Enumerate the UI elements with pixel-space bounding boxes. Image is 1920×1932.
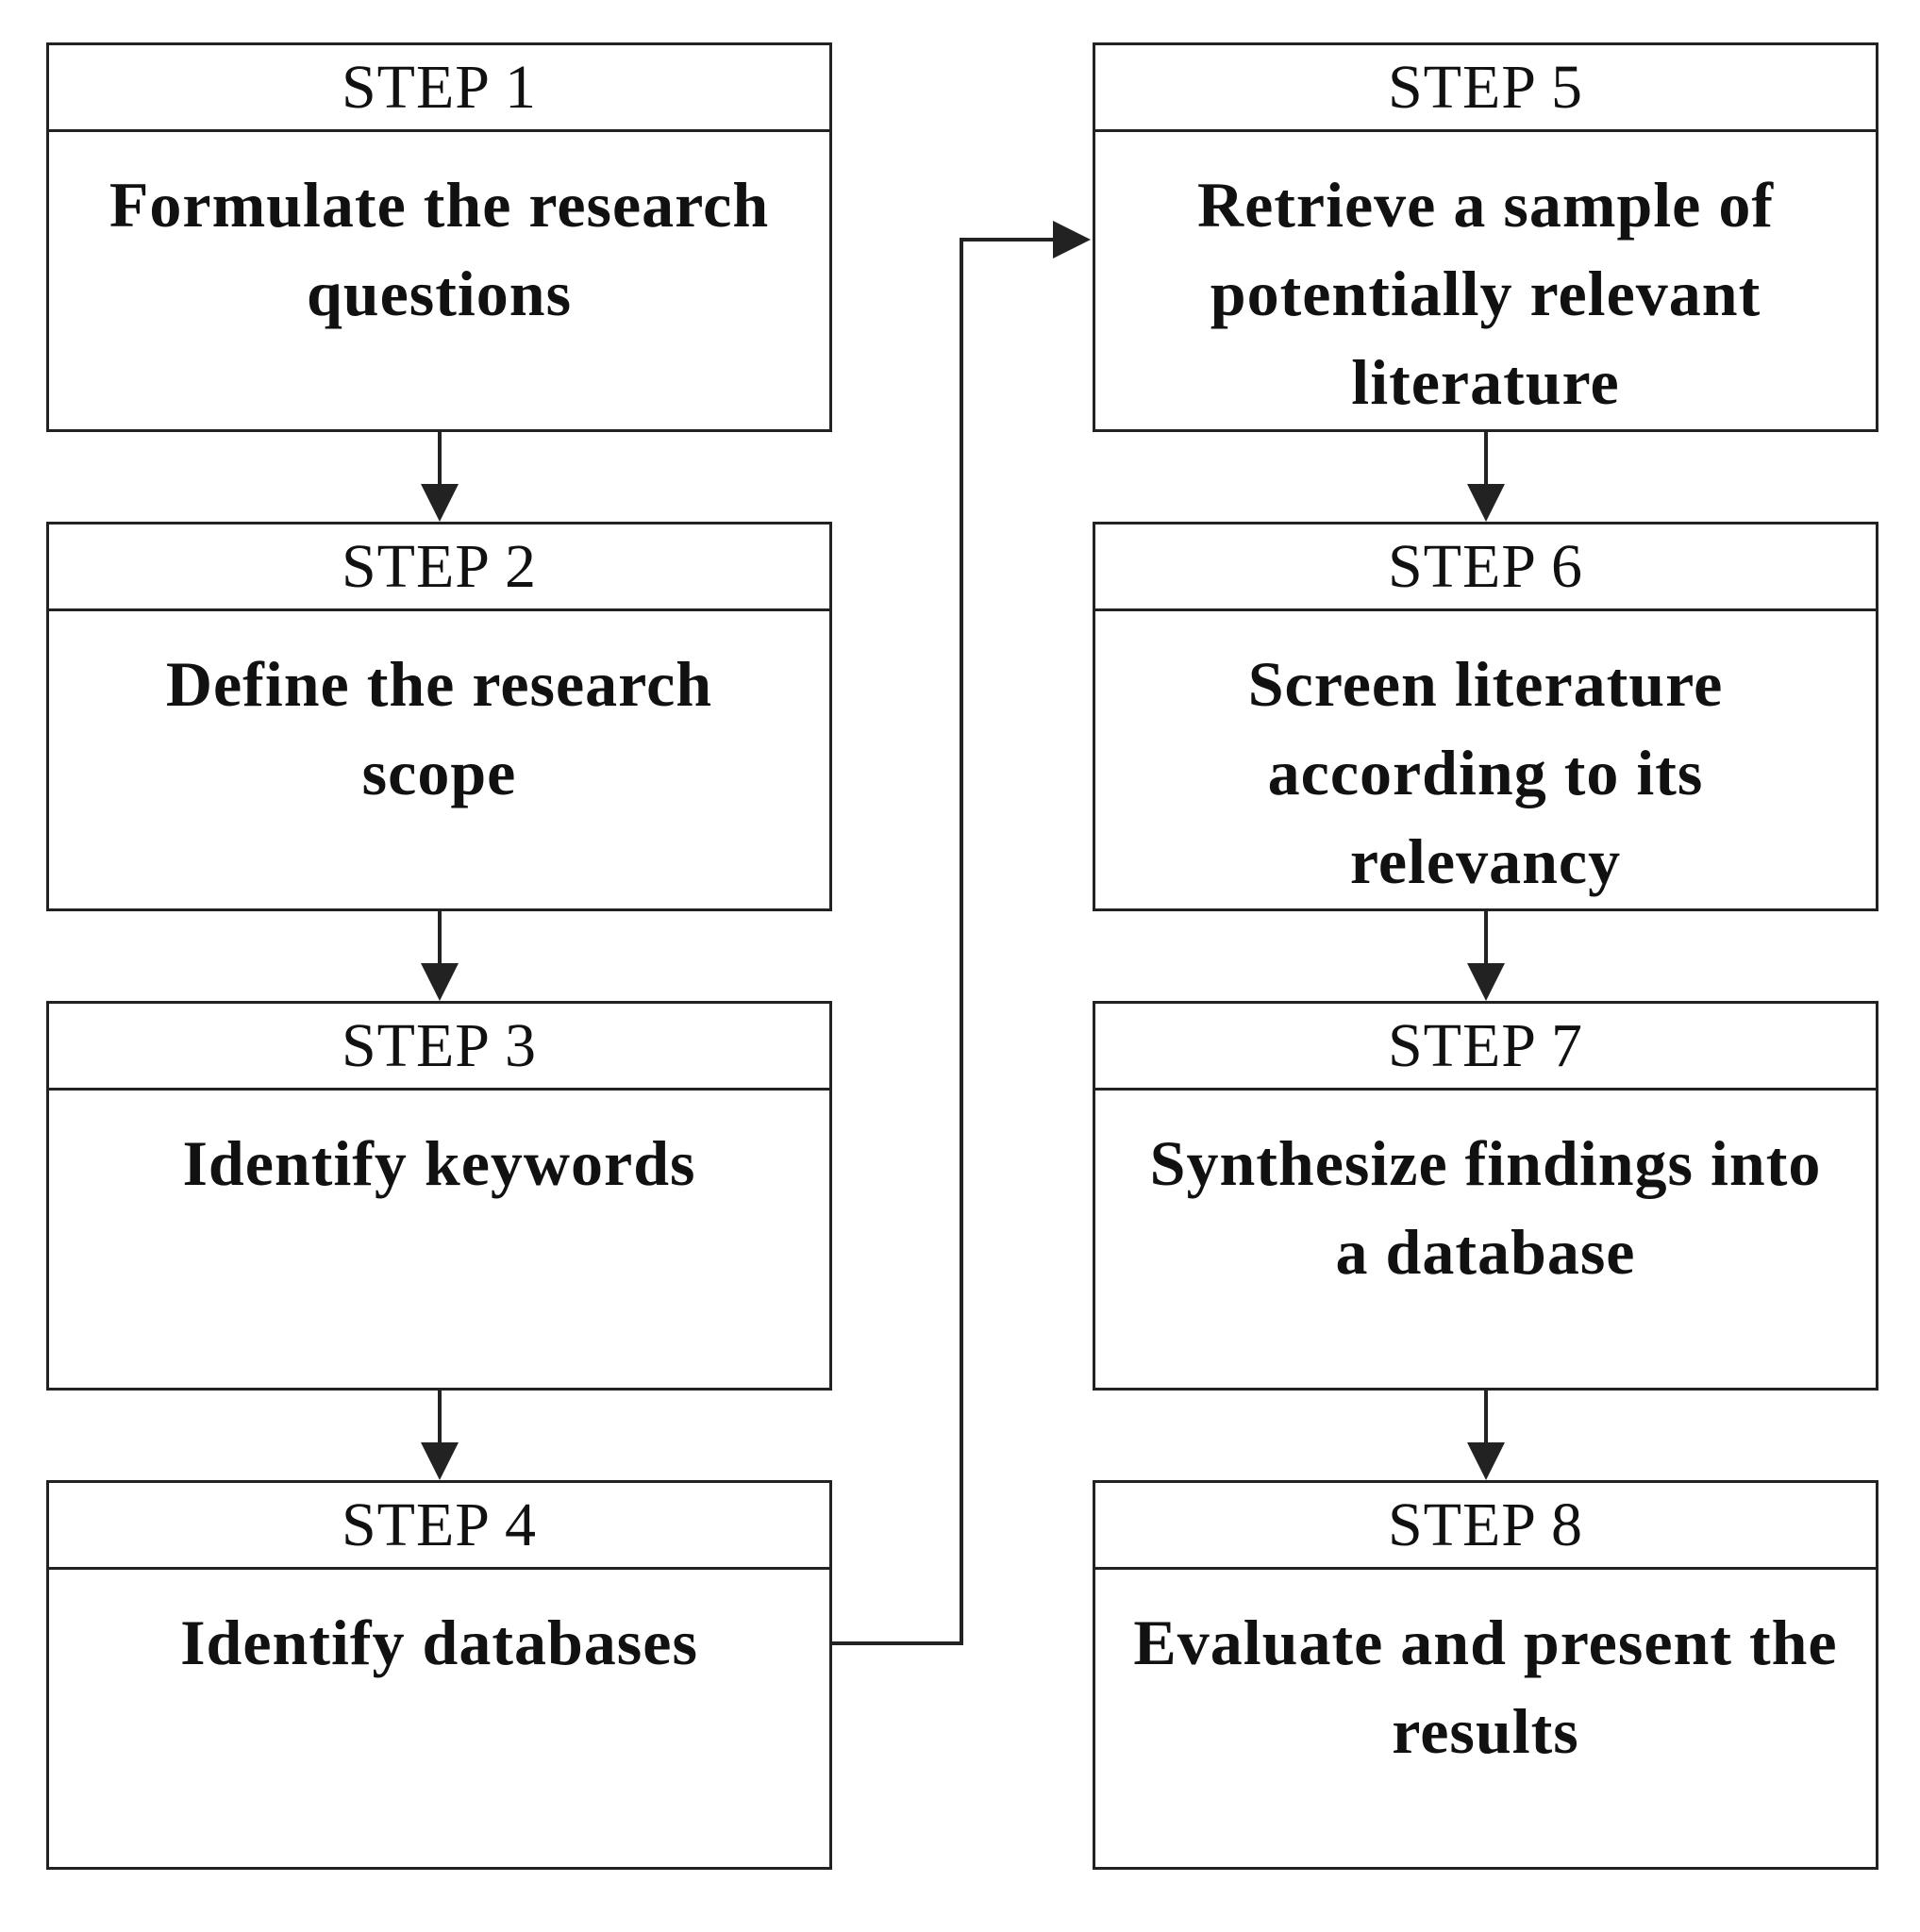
step-8-box: STEP 8 Evaluate and present the results — [1093, 1480, 1878, 1870]
step-7-box: STEP 7 Synthesize findings into a databa… — [1093, 1001, 1878, 1391]
step-5-text: Retrieve a sample of potentially relevan… — [1196, 169, 1774, 418]
step-5-header: STEP 5 — [1095, 45, 1876, 132]
step-1-header: STEP 1 — [49, 45, 829, 132]
step-6-text: Screen literature according to its relev… — [1247, 648, 1724, 897]
arrow-step4-to-step5 — [832, 221, 1091, 1645]
step-7-text: Synthesize findings into a database — [1149, 1127, 1822, 1288]
step-6-box: STEP 6 Screen literature according to it… — [1093, 522, 1878, 911]
step-2-box: STEP 2 Define the research scope — [46, 522, 832, 911]
step-1-box: STEP 1 Formulate the research questions — [46, 42, 832, 432]
step-2-header: STEP 2 — [49, 525, 829, 611]
step-7-header: STEP 7 — [1095, 1004, 1876, 1091]
step-1-text: Formulate the research questions — [109, 169, 770, 329]
step-3-box: STEP 3 Identify keywords — [46, 1001, 832, 1391]
step-5-box: STEP 5 Retrieve a sample of potentially … — [1093, 42, 1878, 432]
step-4-header: STEP 4 — [49, 1483, 829, 1570]
step-3-header: STEP 3 — [49, 1004, 829, 1091]
step-8-text: Evaluate and present the results — [1133, 1607, 1838, 1767]
step-8-header: STEP 8 — [1095, 1483, 1876, 1570]
step-2-text: Define the research scope — [165, 648, 713, 808]
step-4-box: STEP 4 Identify databases — [46, 1480, 832, 1870]
step-6-header: STEP 6 — [1095, 525, 1876, 611]
step-4-text: Identify databases — [180, 1607, 698, 1678]
step-3-text: Identify keywords — [182, 1127, 696, 1199]
